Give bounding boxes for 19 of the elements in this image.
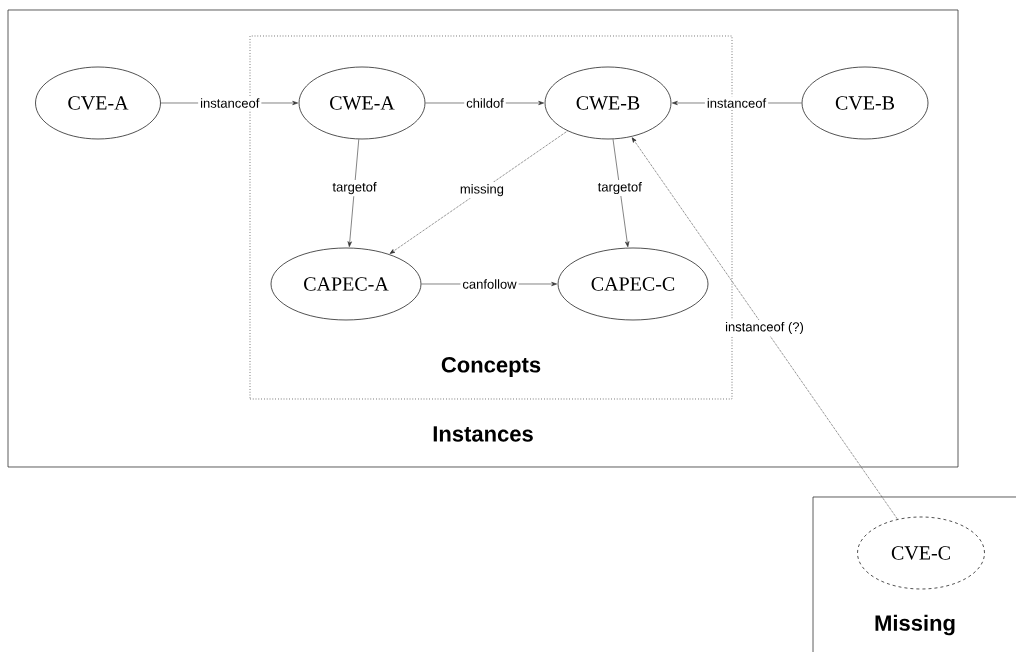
edge-label: childof xyxy=(464,96,506,110)
edge-label: targetof xyxy=(595,180,644,197)
ellipse-node: CVE-B xyxy=(801,66,929,140)
edge-label: instanceof (?) xyxy=(723,319,806,337)
ellipse-node: CAPEC-C xyxy=(557,247,709,321)
edge-label: instanceof xyxy=(704,96,769,110)
edge-label: targetof xyxy=(330,180,379,197)
arrow xyxy=(389,130,568,254)
ellipse-node: CVE-A xyxy=(35,66,161,140)
edge-label: canfollow xyxy=(460,277,519,291)
ellipse-node: CWE-A xyxy=(298,66,426,140)
edge-label: missing xyxy=(457,182,506,199)
ellipse-node: CWE-B xyxy=(544,66,672,140)
arrow xyxy=(347,139,360,248)
edge-label: instanceof xyxy=(198,96,262,110)
ellipse-node: CAPEC-A xyxy=(270,247,422,321)
arrow xyxy=(612,139,630,248)
dashed-ellipse-node: CVE-C xyxy=(857,516,985,590)
arrow xyxy=(631,137,898,520)
